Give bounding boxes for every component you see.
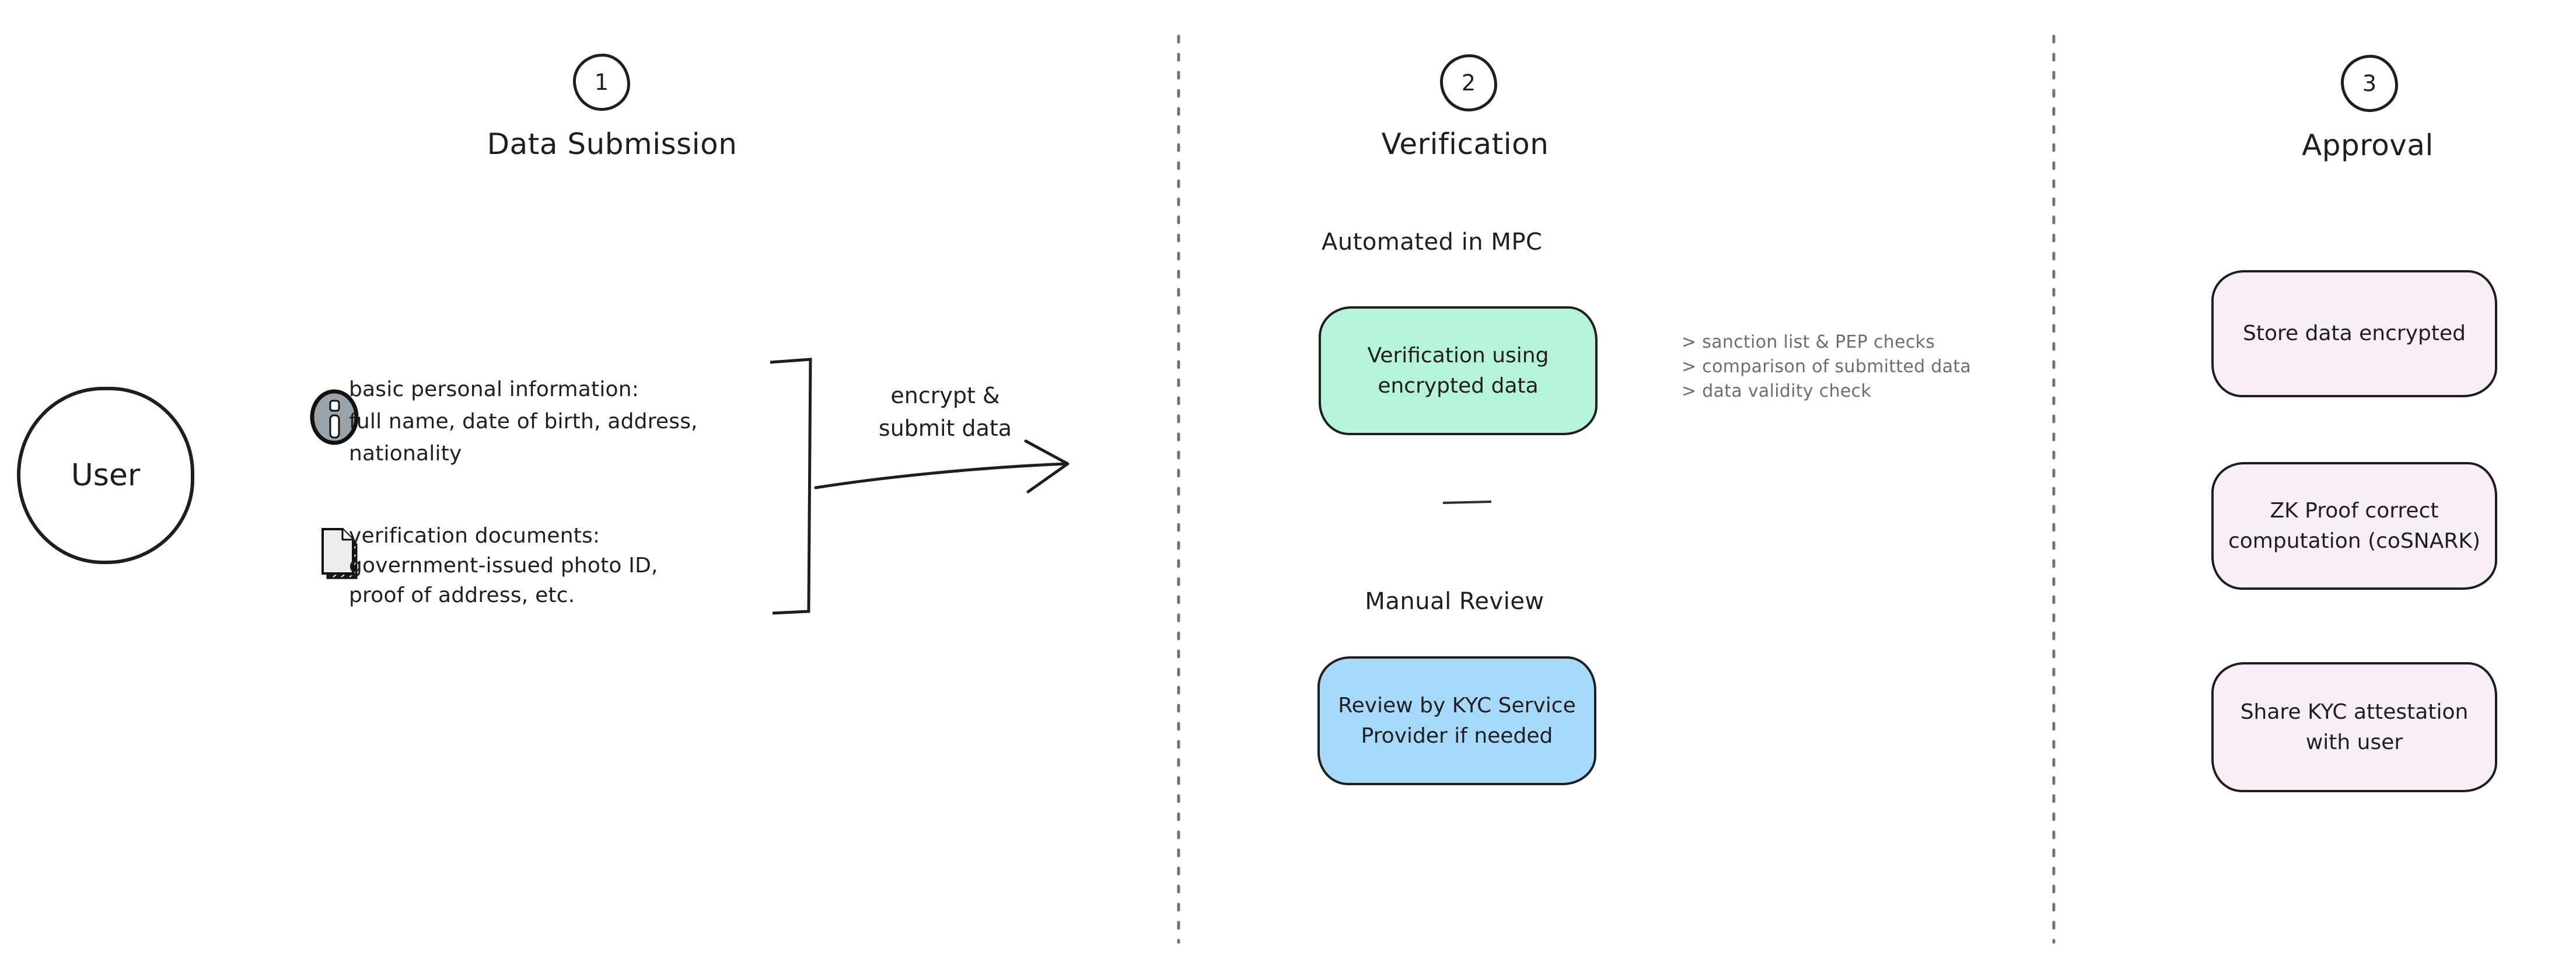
check-item: > sanction list & PEP checks	[1682, 332, 1935, 352]
check-item: > data validity check	[1682, 381, 1872, 401]
check-item: > comparison of submitted data	[1682, 356, 1972, 377]
submit-arrow-label: encrypt & submit data	[878, 383, 1012, 441]
basic-info-text: basic personal information: full name, d…	[349, 377, 698, 466]
verification-checks: > sanction list & PEP checks > compariso…	[1682, 330, 1971, 404]
approval-box-share-attestation: Share KYC attestation with user	[2211, 662, 2497, 792]
user-node: User	[17, 387, 194, 564]
manual-review-heading: Manual Review	[1365, 588, 1544, 615]
stage-1-number: 1	[594, 69, 609, 95]
automated-heading: Automated in MPC	[1322, 229, 1543, 256]
automated-verification-box: Verification using encrypted data	[1319, 306, 1598, 435]
stage-2-title: Verification	[1381, 127, 1549, 161]
info-icon	[309, 389, 359, 448]
submit-arrow-head	[1024, 439, 1069, 494]
submit-arrow-shaft	[814, 462, 1068, 489]
stage-3-number: 3	[2362, 71, 2377, 96]
approval-box-store-encrypted: Store data encrypted	[2211, 270, 2497, 397]
stage-2-number: 2	[1461, 70, 1476, 96]
document-icon	[317, 527, 361, 584]
bracket	[770, 358, 812, 615]
manual-review-box: Review by KYC Service Provider if needed	[1317, 656, 1596, 785]
stage-3-title: Approval	[2302, 128, 2434, 162]
approval-box-zk-proof: ZK Proof correct computation (coSNARK)	[2211, 462, 2497, 590]
automated-manual-separator	[1442, 501, 1492, 504]
stage-3-number-circle: 3	[2341, 55, 2398, 112]
stage-1-number-circle: 1	[573, 54, 630, 111]
user-label: User	[71, 458, 141, 493]
verification-docs-text: verification documents: government-issue…	[349, 524, 658, 607]
stage-1-title: Data Submission	[487, 127, 738, 161]
stage-2-number-circle: 2	[1440, 54, 1497, 111]
